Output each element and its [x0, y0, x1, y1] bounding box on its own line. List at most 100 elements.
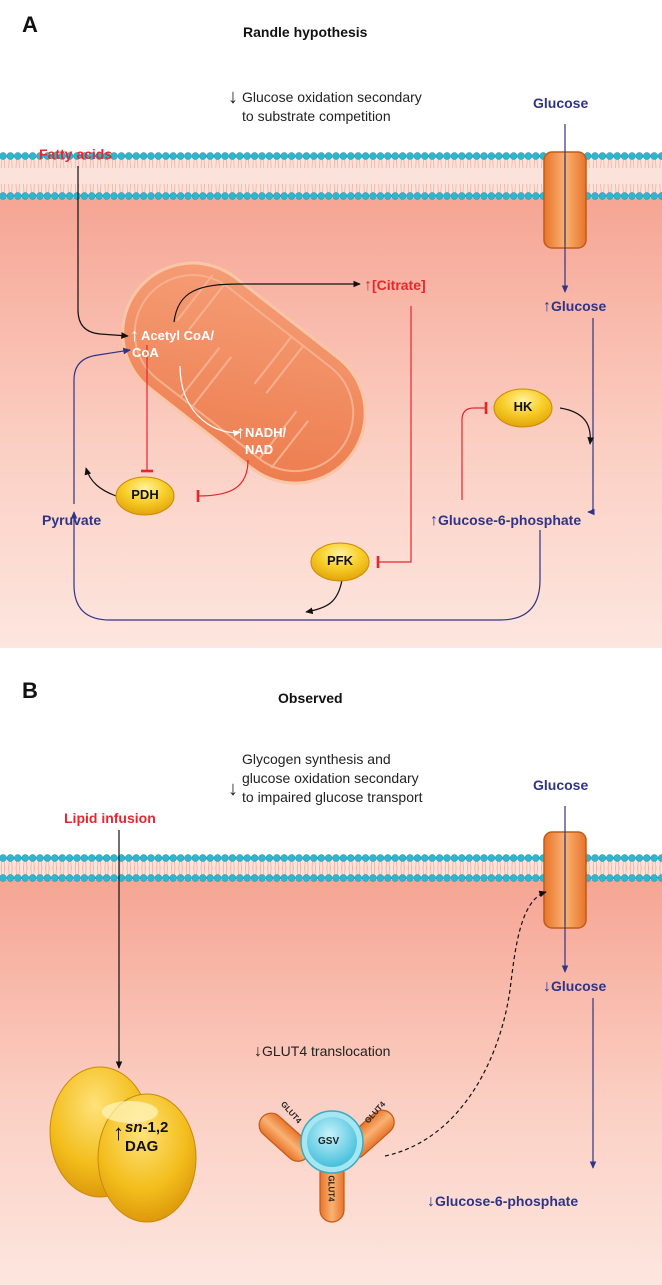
lipid-head [302, 874, 311, 882]
lipid-tail [370, 865, 376, 876]
lipid-tail [511, 183, 516, 194]
lipid-head [28, 874, 37, 882]
lipid-head [213, 874, 222, 882]
lipid-head [154, 874, 163, 882]
lipid-tail [133, 865, 139, 876]
lipid-tail [422, 158, 428, 169]
lipid-head [28, 192, 37, 200]
lipid-tail [474, 158, 479, 169]
lipid-head [199, 192, 207, 200]
lipid-head [650, 854, 658, 862]
lipid-head [117, 192, 126, 200]
lipid-tail [141, 183, 146, 194]
lipid-head [132, 152, 140, 160]
lipid-tail [207, 865, 213, 876]
lipid-head [125, 874, 133, 882]
lipid-head [265, 874, 274, 882]
lipid-tail [59, 158, 65, 169]
lipid-head [280, 152, 288, 160]
lipid-head [398, 874, 407, 882]
lipid-head [606, 854, 614, 862]
lipid-head [435, 854, 444, 862]
lipid-tail [178, 183, 183, 194]
lipid-head [191, 854, 200, 862]
lipid-tail [96, 158, 102, 169]
lipid-tail [363, 865, 368, 876]
lipid-tail [0, 183, 6, 194]
lipid-head [376, 192, 385, 200]
lipid-head [332, 152, 340, 160]
mitochondrion [121, 261, 367, 485]
lipid-head [650, 152, 658, 160]
lipid-tail [400, 865, 405, 876]
lipid-head [184, 152, 192, 160]
lipid-head [480, 854, 488, 862]
lipid-tail [341, 158, 346, 169]
lipid-tail [385, 183, 391, 194]
lipid-tail [126, 158, 132, 169]
lipid-head [361, 874, 370, 882]
lipid-head [43, 152, 52, 160]
lipid-head [310, 854, 318, 862]
lipid-tail [407, 183, 413, 194]
lipid-tail [311, 158, 317, 169]
lipid-tail [45, 158, 50, 169]
lipid-tail [496, 158, 502, 169]
lipid-tail [444, 158, 450, 169]
lipid-head [458, 874, 466, 882]
lipid-tail [511, 158, 516, 169]
lipid-head [354, 152, 362, 160]
lipid-head [273, 854, 281, 862]
lipid-tail [466, 183, 472, 194]
lipid-tail [503, 865, 509, 876]
lipid-head [221, 152, 229, 160]
lipid-head [465, 854, 473, 862]
lipid-head [243, 854, 251, 862]
lipid-tail [326, 158, 331, 169]
pfk-enzyme [310, 542, 370, 582]
lipid-tail [614, 865, 620, 876]
lipid-tail [348, 183, 354, 194]
lipid-tail [607, 865, 613, 876]
lipid-tail [496, 865, 502, 876]
membrane-core [0, 858, 662, 878]
lipid-head [376, 874, 385, 882]
lipid-tail [156, 158, 161, 169]
lipid-tail [526, 865, 531, 876]
lipid-head [228, 854, 237, 862]
lipid-head [598, 854, 607, 862]
lipid-tail [104, 865, 109, 876]
lipid-tail [267, 183, 272, 194]
lipid-head [384, 152, 392, 160]
lipid-tail [111, 865, 117, 876]
lipid-tail [644, 183, 650, 194]
lipid-head [36, 854, 44, 862]
lipid-head [236, 874, 244, 882]
lipid-head [310, 192, 318, 200]
lipid-head [502, 152, 510, 160]
lipid-head [221, 874, 229, 882]
lipid-tail [355, 183, 361, 194]
lipid-tail [96, 865, 102, 876]
lipid-head [317, 152, 325, 160]
lipid-tail [45, 865, 50, 876]
lipid-tail [607, 158, 613, 169]
lipid-tail [629, 183, 635, 194]
lipid-tail [82, 158, 87, 169]
glucose-in-text-b: Glucose [551, 978, 607, 994]
lipid-head [450, 152, 459, 160]
lipid-head [480, 192, 488, 200]
lipid-head [21, 854, 29, 862]
lipid-head [43, 874, 52, 882]
lipid-tail [252, 158, 257, 169]
up-arrow-icon: ↑ [130, 325, 139, 345]
lipid-head [258, 192, 266, 200]
lipid-head [324, 192, 333, 200]
lipid-head [0, 192, 7, 200]
lipid-tail [518, 183, 524, 194]
lipid-head [73, 152, 81, 160]
g6p-label-b: ↓Glucose-6-phosphate [427, 1193, 578, 1211]
down-arrow-icon: ↓ [254, 1043, 262, 1060]
lipid-head [620, 874, 629, 882]
lipid-tail [437, 865, 442, 876]
